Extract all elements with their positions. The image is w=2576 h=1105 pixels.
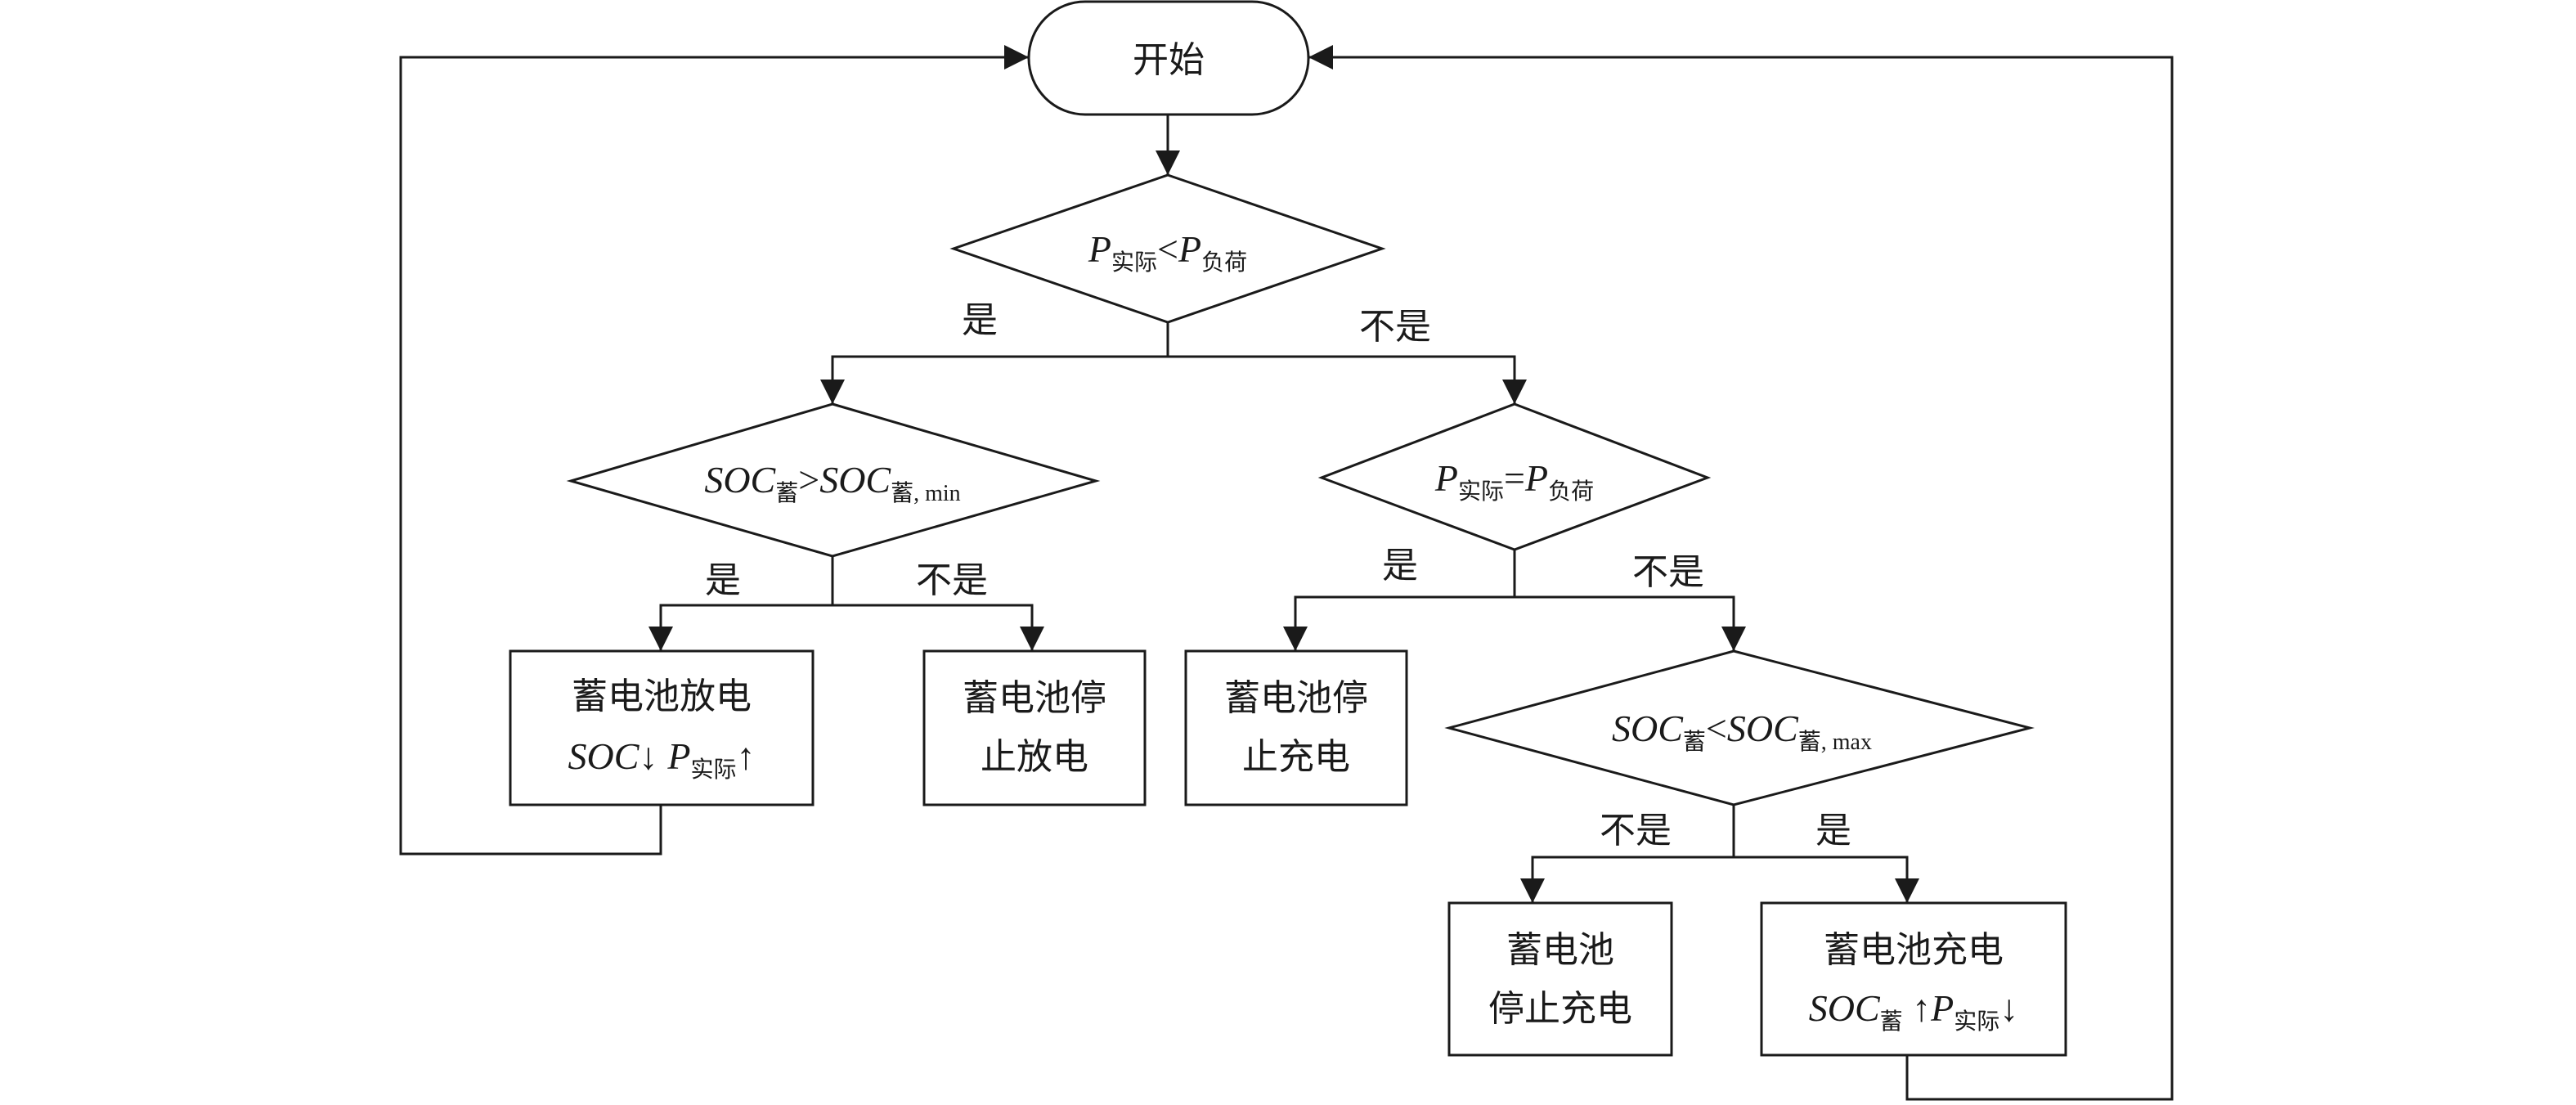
- arrow-decision3-no: [1515, 595, 1746, 651]
- svg-text:蓄电池停: 蓄电池停: [963, 677, 1106, 719]
- edge-label-d2-yes: 是: [705, 559, 741, 601]
- arrow-decision3-yes: [1283, 550, 1516, 651]
- svg-text:SOC蓄<SOC蓄, max: SOC蓄<SOC蓄, max: [1612, 707, 1872, 755]
- edge-label-d3-no: 不是: [1632, 551, 1704, 593]
- decision-p-actual-lt-p-load: P实际<P负荷: [949, 173, 1386, 324]
- svg-text:蓄电池: 蓄电池: [1506, 929, 1614, 971]
- decision-soc-gt-soc-min: SOC蓄>SOC蓄, min: [566, 402, 1101, 558]
- loop-back-right: [1308, 45, 2174, 1101]
- svg-text:P实际<P负荷: P实际<P负荷: [1088, 228, 1247, 276]
- edge-label-d1-no: 不是: [1359, 306, 1431, 348]
- start-label: 开始: [1133, 39, 1205, 81]
- decision-p-actual-eq-p-load: P实际=P负荷: [1317, 402, 1712, 551]
- connectors: [399, 45, 2174, 1101]
- svg-text:SOC↓P实际↑: SOC↓P实际↑: [568, 735, 755, 783]
- edge-label-d2-no: 不是: [916, 559, 988, 601]
- arrow-decision2-yes: [648, 556, 834, 651]
- svg-text:止充电: 止充电: [1242, 736, 1350, 778]
- svg-text:SOC蓄 ↑P实际↓: SOC蓄 ↑P实际↓: [1809, 987, 2019, 1035]
- arrow-decision1-yes: [820, 322, 1169, 404]
- svg-text:停止充电: 停止充电: [1488, 988, 1632, 1030]
- arrow-decision1-no: [1168, 355, 1527, 404]
- edge-label-d1-yes: 是: [962, 299, 998, 341]
- box-battery-stop-charge-b: 蓄电池 停止充电: [1447, 901, 1673, 1057]
- svg-text:蓄电池停: 蓄电池停: [1224, 677, 1368, 719]
- edge-label-d4-no: 不是: [1600, 810, 1672, 851]
- svg-text:止放电: 止放电: [981, 736, 1088, 778]
- svg-text:蓄电池充电: 蓄电池充电: [1824, 929, 2004, 971]
- box-battery-stop-discharge: 蓄电池停 止放电: [922, 649, 1147, 806]
- arrow-decision4-yes: [1734, 856, 1919, 903]
- svg-text:SOC蓄>SOC蓄, min: SOC蓄>SOC蓄, min: [704, 459, 960, 506]
- arrow-decision4-no: [1520, 805, 1735, 903]
- edge-label-d4-yes: 是: [1815, 810, 1851, 851]
- svg-text:蓄电池放电: 蓄电池放电: [572, 676, 752, 717]
- svg-text:P实际=P负荷: P实际=P负荷: [1434, 457, 1594, 505]
- edge-label-d3-yes: 是: [1382, 545, 1418, 586]
- loop-back-left: [399, 45, 1029, 856]
- box-battery-stop-charge-a: 蓄电池停 止充电: [1184, 649, 1408, 806]
- box-battery-charge: 蓄电池充电 SOC蓄 ↑P实际↓: [1760, 901, 2067, 1057]
- start-terminal: 开始: [1027, 0, 1310, 116]
- box-battery-discharge: 蓄电池放电 SOC↓P实际↑: [509, 649, 815, 806]
- decision-soc-lt-soc-max: SOC蓄<SOC蓄, max: [1444, 649, 2035, 806]
- arrow-decision2-no: [832, 604, 1044, 651]
